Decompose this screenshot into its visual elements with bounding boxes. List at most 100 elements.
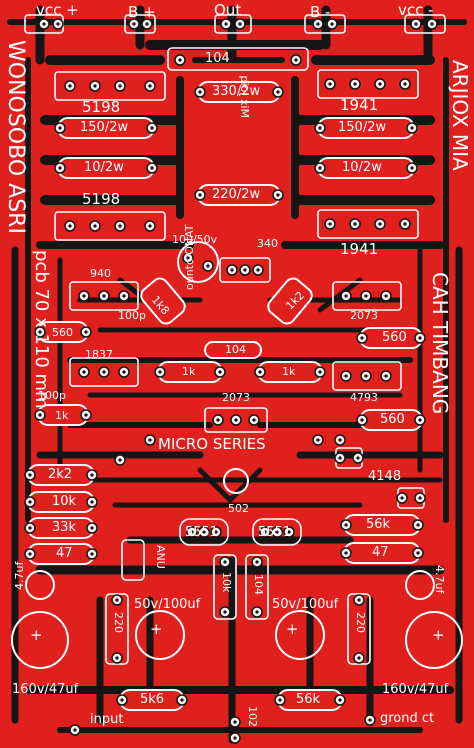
pad-hole [233, 736, 237, 740]
pad-hole [186, 256, 190, 260]
pad-hole [238, 22, 242, 26]
pad-hole [93, 224, 97, 228]
label-d4148: 4148 [368, 469, 402, 484]
pad-hole [338, 698, 342, 702]
pad-hole [418, 418, 422, 422]
pad-hole [84, 413, 88, 417]
label-c100p-a: 100p [118, 309, 146, 322]
label-c50v100-left: 50v/100uf [134, 597, 201, 612]
label-r220-left: 220 [112, 612, 125, 633]
label-q1941-bot: 1941 [340, 240, 379, 258]
label-r56k-bot: 56k [296, 692, 321, 707]
pad-hole [357, 598, 361, 602]
pad-hole [148, 224, 152, 228]
pad-hole [294, 58, 298, 62]
pad-hole [364, 294, 368, 298]
capacitor-bodies [11, 241, 463, 669]
pad-hole [132, 22, 136, 26]
pad-hole [344, 294, 348, 298]
label-c104-top: 104 [205, 51, 230, 66]
pad-hole [255, 610, 259, 614]
pad-hole [82, 294, 86, 298]
label-q1837: 1837 [85, 348, 113, 361]
solder-pads [24, 18, 438, 744]
label-r47-left: 47 [56, 546, 73, 561]
label-r1k-left: 1k [55, 409, 69, 422]
label-r560-right1: 560 [382, 330, 407, 345]
label-trim502: 502 [228, 502, 249, 515]
pad-hole [243, 268, 247, 272]
label-r560-right2: 560 [380, 412, 405, 427]
pad-hole [150, 126, 154, 130]
label-q1941-top: 1941 [340, 96, 379, 114]
pad-hole [318, 370, 322, 374]
cap-plus-right: + [432, 626, 445, 644]
pad-hole [256, 268, 260, 272]
label-q2073-right: 2073 [350, 309, 378, 322]
label-c102: 102 [246, 706, 259, 727]
pad-hole [378, 222, 382, 226]
label-anu: ANU [154, 545, 167, 569]
pad-hole [223, 560, 227, 564]
pad-hole [316, 22, 320, 26]
label-r5k6: 5k6 [140, 692, 165, 707]
cap-plus-left: + [30, 626, 43, 644]
pad-hole [28, 552, 32, 556]
label-grond: grond ct [380, 711, 435, 726]
pad-hole [278, 698, 282, 702]
label-b-minus: B - [310, 3, 331, 21]
label-q4793: 4793 [350, 391, 378, 404]
label-r1k-mid-right: 1k [282, 365, 296, 378]
pad-hole [360, 336, 364, 340]
label-c100p-b: 100p [38, 389, 66, 402]
pad-hole [430, 22, 434, 26]
pad-hole [58, 126, 62, 130]
pad-hole [353, 82, 357, 86]
pad-hole [252, 418, 256, 422]
label-b-plus: B + [128, 3, 156, 21]
pad-hole [316, 438, 320, 442]
pad-hole [206, 264, 210, 268]
pad-hole [115, 598, 119, 602]
pad-hole [42, 22, 46, 26]
pad-hole [384, 294, 388, 298]
pad-hole [275, 530, 279, 534]
label-q340: 340 [257, 237, 278, 250]
label-q5551-left: 5551 [185, 525, 219, 540]
pad-hole [276, 90, 280, 94]
label-c50v100-right: 50v/100uf [272, 597, 339, 612]
pad-hole [82, 370, 86, 374]
right-title: ARJIOX MIA [448, 60, 472, 171]
label-c10u50v: 10u/50v [172, 233, 218, 246]
pad-hole [38, 413, 42, 417]
pad-hole [90, 526, 94, 530]
pad-hole [258, 370, 262, 374]
label-c160-right: 160v/47uf [382, 682, 449, 697]
pad-hole [68, 84, 72, 88]
pad-hole [400, 496, 404, 500]
pad-hole [328, 82, 332, 86]
pad-hole [263, 530, 267, 534]
label-vcc-plus: vcc + [36, 1, 79, 19]
label-c160-left: 160v/47uf [12, 682, 79, 697]
pad-hole [158, 370, 162, 374]
pad-hole [318, 126, 322, 130]
pad-hole [73, 728, 77, 732]
pad-hole [56, 22, 60, 26]
pad-hole [214, 530, 218, 534]
pad-hole [68, 224, 72, 228]
pad-hole [418, 336, 422, 340]
label-r330: 330/2w [212, 84, 261, 99]
label-r1k-mid-left: 1k [182, 365, 196, 378]
pad-hole [102, 370, 106, 374]
pad-hole [202, 530, 206, 534]
right-subtitle: CAH TIMBANG [428, 272, 452, 415]
pad-hole [403, 222, 407, 226]
cap-plus-mid-left: + [150, 620, 163, 638]
pad-hole [344, 523, 348, 527]
pad-hole [223, 610, 227, 614]
label-r150-left: 150/2w [80, 120, 129, 135]
pad-hole [198, 90, 202, 94]
pad-hole [28, 526, 32, 530]
